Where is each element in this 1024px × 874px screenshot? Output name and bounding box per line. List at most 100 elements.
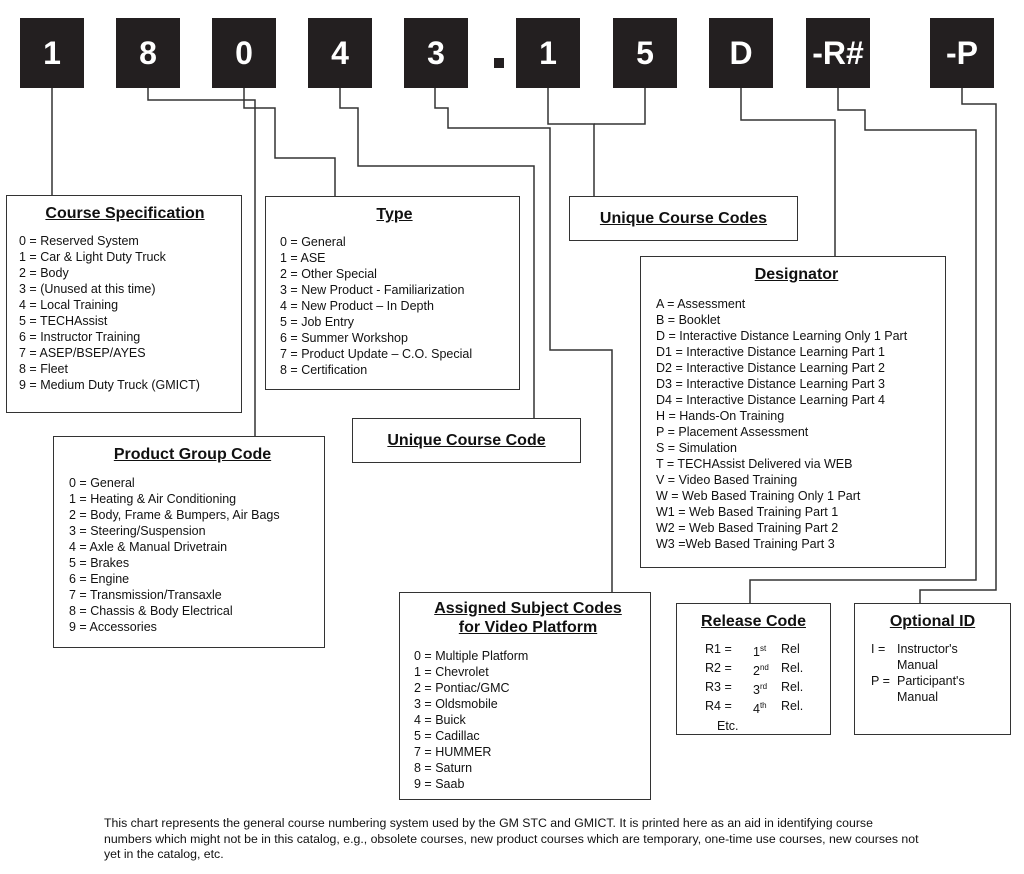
- release-row: R1 = 1st Rel: [705, 641, 824, 660]
- unique-course-codes-title: Unique Course Codes: [599, 210, 768, 227]
- list-item: P = Placement Assessment: [656, 425, 809, 439]
- optional-id-title: Optional ID: [889, 613, 976, 630]
- list-item: H = Hands-On Training: [656, 409, 785, 423]
- list-item: 6 = Instructor Training: [19, 330, 141, 344]
- designator-box: Designator A = Assessment B = Booklet D …: [640, 256, 946, 568]
- code-tile-9: -R#: [806, 18, 870, 88]
- release-key: R1 =: [705, 642, 732, 656]
- list-item: V = Video Based Training: [656, 473, 798, 487]
- type-list: 0 = General 1 = ASE 2 = Other Special 3 …: [280, 234, 509, 378]
- course-specification-title: Course Specification: [45, 205, 205, 222]
- release-code-box: Release Code R1 = 1st Rel R2 = 2nd Rel. …: [676, 603, 831, 735]
- list-item: D2 = Interactive Distance Learning Part …: [656, 361, 885, 375]
- connector-product-group: [147, 88, 256, 436]
- list-item: W1 = Web Based Training Part 1: [656, 505, 839, 519]
- list-item: 8 = Saturn: [414, 761, 473, 775]
- list-item: 3 = Oldsmobile: [414, 697, 498, 711]
- product-group-code-list: 0 = General 1 = Heating & Air Conditioni…: [69, 475, 316, 635]
- connector-unique-course-codes: [547, 88, 595, 196]
- type-title: Type: [376, 206, 413, 223]
- list-item: 7 = Product Update – C.O. Special: [280, 347, 473, 361]
- list-item: A = Assessment: [656, 297, 746, 311]
- code-tile-10: -P: [930, 18, 994, 88]
- assigned-subject-codes-box: Assigned Subject Codes for Video Platfor…: [399, 592, 651, 800]
- release-code-title: Release Code: [701, 613, 806, 630]
- list-item: 5 = Brakes: [69, 556, 130, 570]
- release-number: 1st: [753, 644, 767, 660]
- list-item: W2 = Web Based Training Part 2: [656, 521, 839, 535]
- list-item: 4 = Local Training: [19, 298, 119, 312]
- connector-designator: [740, 88, 836, 256]
- list-item: 9 = Medium Duty Truck (GMICT): [19, 378, 200, 392]
- connector-optional-id: [919, 88, 997, 603]
- release-number: 3rd: [753, 682, 768, 698]
- list-item: 5 = Cadillac: [414, 729, 480, 743]
- list-item: 5 = TECHAssist: [19, 314, 108, 328]
- assigned-subject-codes-title: Assigned Subject Codes: [434, 600, 622, 617]
- unique-course-code-box: Unique Course Code: [352, 418, 581, 463]
- list-item: 2 = Body, Frame & Bumpers, Air Bags: [69, 508, 280, 522]
- list-item: W = Web Based Training Only 1 Part: [656, 489, 861, 503]
- release-row: R3 = 3rd Rel.: [705, 679, 824, 698]
- optional-id-key: P =: [871, 674, 890, 688]
- list-item: 1 = Chevrolet: [414, 665, 489, 679]
- course-specification-list: 0 = Reserved System 1 = Car & Light Duty…: [19, 233, 231, 393]
- list-item: 7 = Transmission/Transaxle: [69, 588, 222, 602]
- list-item: 4 = New Product – In Depth: [280, 299, 434, 313]
- release-row: R4 = 4th Rel.: [705, 698, 824, 717]
- list-item: 2 = Other Special: [280, 267, 377, 281]
- code-tile-6: 1: [516, 18, 580, 88]
- connector-type: [243, 88, 336, 196]
- list-item: 3 = Steering/Suspension: [69, 524, 206, 538]
- connector-assigned-subject: [434, 88, 613, 592]
- list-item: 0 = General: [69, 476, 135, 490]
- list-item: 9 = Saab: [414, 777, 465, 791]
- list-item: D = Interactive Distance Learning Only 1…: [656, 329, 908, 343]
- list-item: 9 = Accessories: [69, 620, 157, 634]
- unique-course-code-title: Unique Course Code: [387, 432, 546, 449]
- list-item: 6 = Engine: [69, 572, 130, 586]
- list-item: D1 = Interactive Distance Learning Part …: [656, 345, 885, 359]
- release-number: 2nd: [753, 663, 769, 679]
- list-item: 0 = Multiple Platform: [414, 649, 529, 663]
- code-tile-7: 5: [613, 18, 677, 88]
- release-label: Rel.: [781, 661, 804, 676]
- code-tile-3: 0: [212, 18, 276, 88]
- release-row: R2 = 2nd Rel.: [705, 660, 824, 679]
- release-label: Rel.: [781, 680, 804, 695]
- list-item: 7 = ASEP/BSEP/AYES: [19, 346, 146, 360]
- code-tile-8: D: [709, 18, 773, 88]
- list-item: 4 = Buick: [414, 713, 466, 727]
- list-item: 0 = General: [280, 235, 346, 249]
- list-item: 0 = Reserved System: [19, 234, 139, 248]
- course-specification-box: Course Specification 0 = Reserved System…: [6, 195, 242, 413]
- release-key: R3 =: [705, 680, 732, 695]
- list-item: 8 = Fleet: [19, 362, 68, 376]
- list-item: 1 = ASE: [280, 251, 326, 265]
- list-item: D4 = Interactive Distance Learning Part …: [656, 393, 885, 407]
- release-label: Rel.: [781, 699, 804, 714]
- list-item: 8 = Certification: [280, 363, 368, 377]
- list-item: 4 = Axle & Manual Drivetrain: [69, 540, 228, 554]
- list-item: S = Simulation: [656, 441, 737, 455]
- connector-unique-course-codes-b: [594, 88, 646, 125]
- list-item: 3 = (Unused at this time): [19, 282, 156, 296]
- list-item: W3 =Web Based Training Part 3: [656, 537, 835, 551]
- list-item: B = Booklet: [656, 313, 721, 327]
- release-etc: Etc.: [717, 718, 739, 733]
- release-key: R4 =: [705, 699, 732, 714]
- assigned-subject-codes-subtitle: for Video Platform: [458, 619, 598, 636]
- designator-title: Designator: [754, 266, 839, 283]
- list-item: 5 = Job Entry: [280, 315, 354, 329]
- assigned-subject-codes-list: 0 = Multiple Platform 1 = Chevrolet 2 = …: [414, 648, 642, 792]
- list-item: 8 = Chassis & Body Electrical: [69, 604, 233, 618]
- connector-unique-course-code: [339, 88, 535, 418]
- list-item: 1 = Car & Light Duty Truck: [19, 250, 166, 264]
- code-tile-1: 1: [20, 18, 84, 88]
- optional-id-key: I =: [871, 642, 886, 656]
- code-tile-5: 3: [404, 18, 468, 88]
- release-label: Rel: [781, 642, 800, 656]
